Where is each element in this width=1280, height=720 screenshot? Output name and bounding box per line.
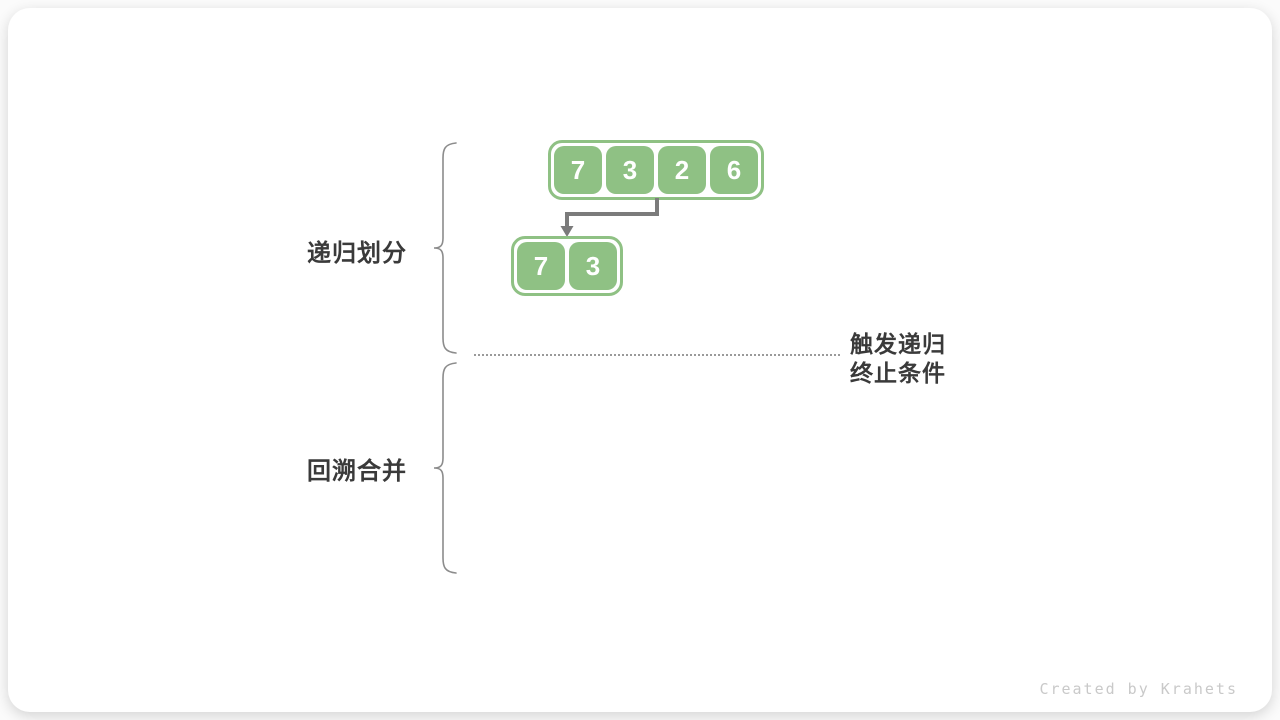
curly-brace-icon <box>433 362 457 574</box>
array-cell: 6 <box>710 146 758 194</box>
watermark: Created by Krahets <box>1039 680 1238 698</box>
phase-label-backtrack-merge: 回溯合并 <box>307 458 407 485</box>
diagram-card: 递归划分 回溯合并 7 3 2 6 7 3 触发递归 终止条件 Created … <box>8 8 1272 712</box>
dotted-divider <box>474 354 840 356</box>
array-level-2: 7 3 <box>511 236 623 296</box>
split-arrow-icon <box>560 198 659 237</box>
array-cell: 7 <box>517 242 565 290</box>
curly-brace-icon <box>433 142 457 354</box>
array-cell: 2 <box>658 146 706 194</box>
phase-label-recursive-division: 递归划分 <box>307 240 407 267</box>
array-level-1: 7 3 2 6 <box>548 140 764 200</box>
array-cell: 3 <box>569 242 617 290</box>
annotation-line-2: 终止条件 <box>850 360 946 386</box>
annotation-termination-condition: 触发递归 终止条件 <box>850 330 946 388</box>
array-cell: 7 <box>554 146 602 194</box>
annotation-line-1: 触发递归 <box>850 331 946 357</box>
array-cell: 3 <box>606 146 654 194</box>
